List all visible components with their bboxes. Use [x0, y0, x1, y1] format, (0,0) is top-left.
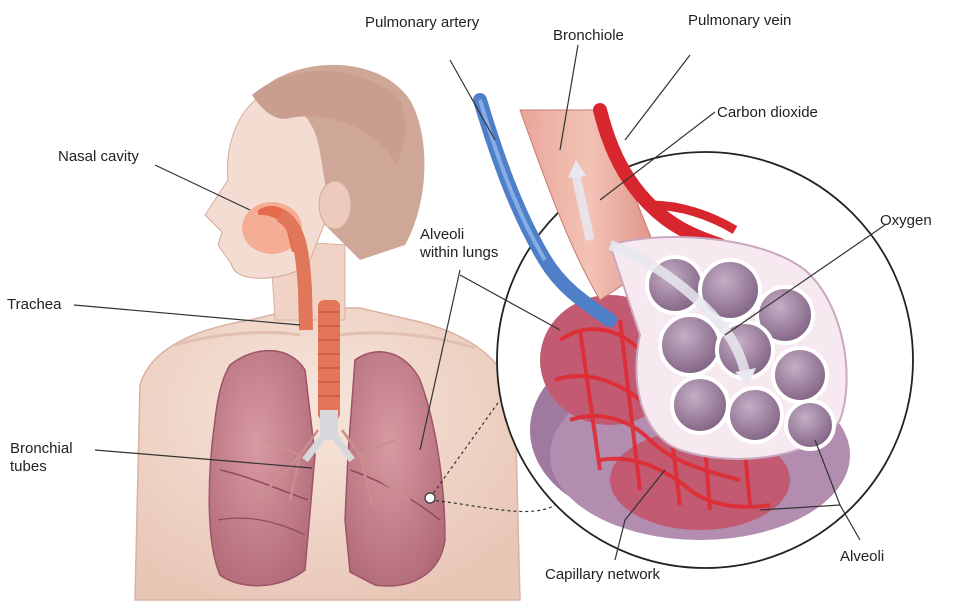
- label-bronchiole: Bronchiole: [553, 27, 624, 45]
- label-pulmonary-vein: Pulmonary vein: [688, 12, 791, 30]
- label-capillary-network: Capillary network: [545, 566, 660, 584]
- label-carbon-dioxide: Carbon dioxide: [717, 104, 818, 122]
- magnified-alveoli-view: [480, 100, 913, 568]
- label-oxygen: Oxygen: [880, 212, 932, 230]
- label-pulmonary-artery: Pulmonary artery: [365, 14, 479, 32]
- label-bronchial-tubes: Bronchial tubes: [10, 440, 73, 476]
- lung-detail-marker: [425, 493, 435, 503]
- label-alveoli: Alveoli: [840, 548, 884, 566]
- label-trachea: Trachea: [7, 296, 61, 314]
- label-alveoli-within-lungs: Alveoli within lungs: [420, 226, 498, 262]
- label-bronchial-tubes-line1: Bronchial: [10, 440, 73, 458]
- label-nasal-cavity: Nasal cavity: [58, 148, 139, 166]
- label-alveoli-within-lungs-line1: Alveoli: [420, 226, 498, 244]
- label-alveoli-within-lungs-line2: within lungs: [420, 244, 498, 262]
- label-bronchial-tubes-line2: tubes: [10, 458, 73, 476]
